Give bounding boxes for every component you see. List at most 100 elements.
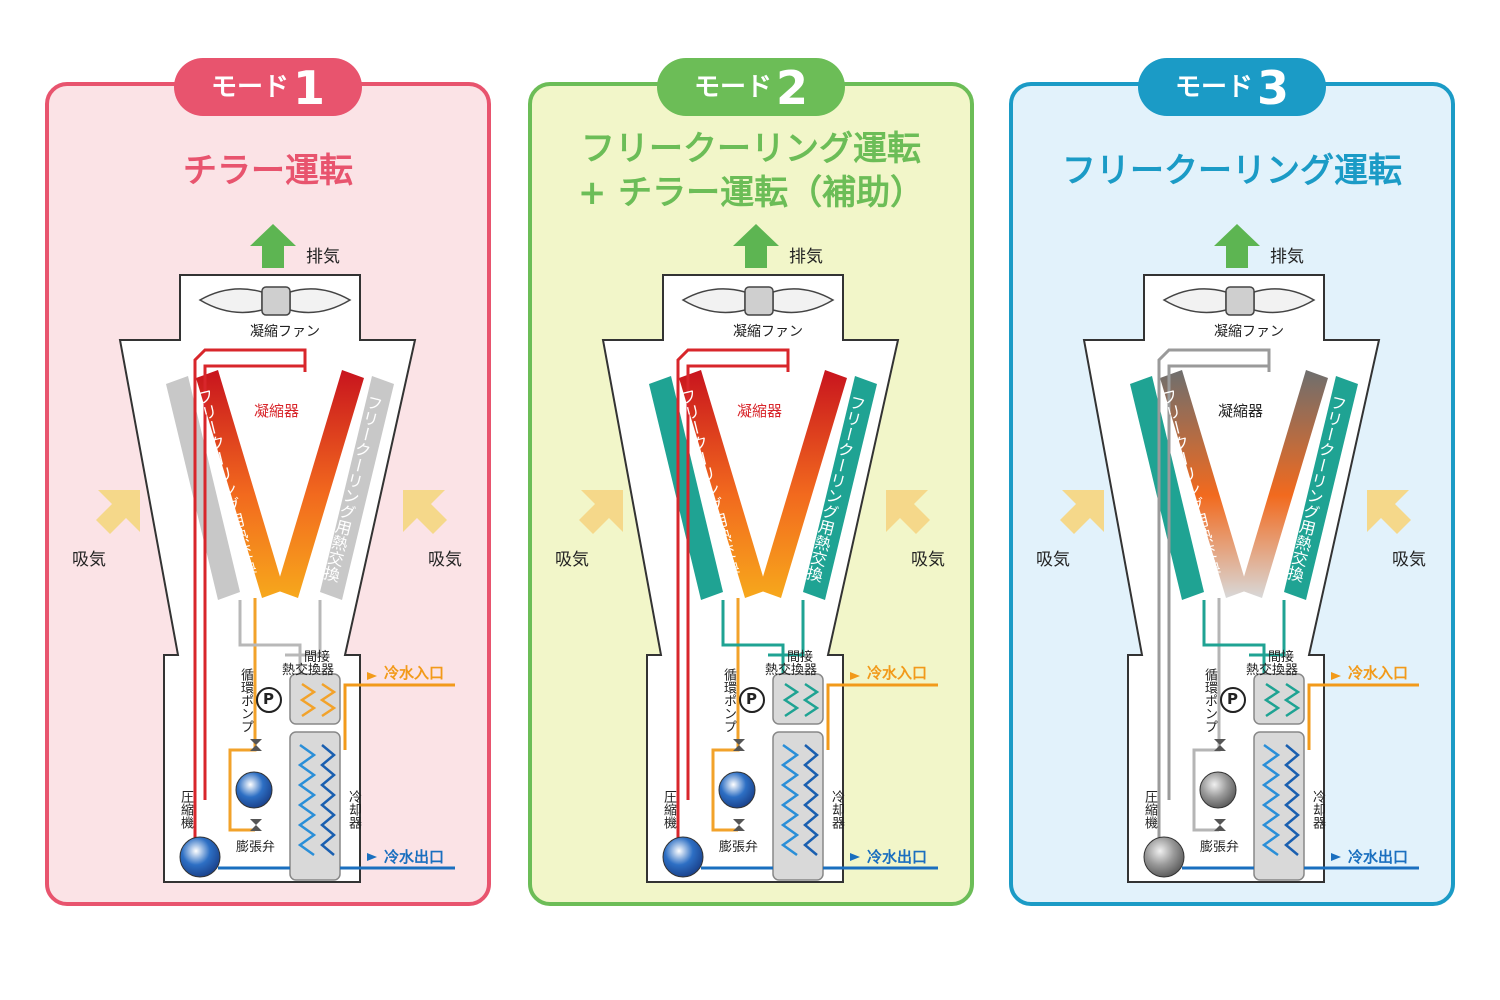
- indirect-hx-coil: [299, 682, 337, 718]
- pump-symbol: P: [1227, 690, 1238, 708]
- compressor-label: 圧縮機: [661, 790, 676, 829]
- refrigerant-pipe: [676, 348, 790, 840]
- glycol-pipe: [768, 600, 805, 657]
- compressor-icon: [718, 771, 756, 809]
- mode-number: 2: [776, 60, 809, 115]
- fan-hub-icon: [1225, 286, 1255, 316]
- intake-arrow-right: [886, 490, 930, 534]
- indirect-hx-coil: [1263, 682, 1301, 718]
- exhaust-label: 排気: [1270, 247, 1304, 267]
- indirect-hx-label-1: 間接: [787, 650, 814, 665]
- intake-label-left: 吸気: [72, 550, 106, 570]
- expansion-valve-icon: [1214, 739, 1226, 751]
- refrigerant-pipe: [1157, 348, 1271, 840]
- cw-inlet-label: 冷水入口: [1348, 664, 1409, 682]
- outlet-arrow-icon: [1331, 853, 1341, 861]
- indirect-hx-coil: [782, 682, 820, 718]
- expansion-valve-icon: [250, 819, 262, 831]
- condenser-label: 凝縮器: [1218, 402, 1264, 420]
- refrigerant-pipe: [1167, 364, 1269, 800]
- pump-label: 循環ポンプ: [721, 668, 736, 733]
- cooler-coil: [297, 743, 317, 857]
- expansion-valve-icon: [1214, 819, 1226, 831]
- fan-label: 凝縮ファン: [250, 324, 320, 340]
- condenser-coil-left: [679, 370, 767, 598]
- free-cooling-hx-left: [1130, 376, 1204, 600]
- compressor-icon: [662, 836, 704, 878]
- exhaust-arrow: [250, 224, 296, 268]
- fan-hub-icon: [261, 286, 291, 316]
- indirect-hx-label-2: 熱交換器: [1246, 663, 1299, 678]
- chilled-water-inlet-pipe: [343, 683, 455, 750]
- compressor-label: 圧縮機: [1142, 790, 1157, 829]
- compressor-icon: [179, 836, 221, 878]
- fan-label: 凝縮ファン: [733, 324, 803, 340]
- expansion-valve-icon: [733, 739, 745, 751]
- cw-outlet-label: 冷水出口: [867, 848, 928, 866]
- pump-icon: [739, 687, 765, 713]
- mode-label: モード: [1174, 72, 1253, 103]
- pump-label: 循環ポンプ: [1202, 668, 1217, 733]
- cooler-coil: [1284, 744, 1300, 856]
- fan-label: 凝縮ファン: [1214, 324, 1284, 340]
- pump-symbol: P: [263, 690, 274, 708]
- exhaust-label: 排気: [306, 247, 340, 267]
- mode-label: モード: [210, 72, 289, 103]
- intake-arrow-left: [579, 490, 623, 534]
- glycol-pipe: [1202, 600, 1266, 690]
- exhaust-arrow: [733, 224, 779, 268]
- expansion-valve-icon: [250, 739, 262, 751]
- refrigerant-pipe: [686, 364, 788, 800]
- mode-badge: モード3: [1138, 58, 1326, 116]
- indirect-hx-label-2: 熱交換器: [765, 663, 818, 678]
- intake-label-left: 吸気: [555, 550, 589, 570]
- exhaust-label: 排気: [789, 247, 823, 267]
- refrigerant-pipe: [203, 364, 305, 800]
- inlet-arrow-icon: [850, 672, 860, 680]
- cooler-coil: [1261, 743, 1281, 857]
- pump-label: 循環ポンプ: [238, 668, 253, 733]
- glycol-pipe: [1249, 600, 1286, 657]
- condenser-coil-left: [1160, 370, 1248, 598]
- intake-arrow-left: [1060, 490, 1104, 534]
- condenser-coil-right: [759, 370, 847, 598]
- expansion-valve-icon: [733, 819, 745, 831]
- cooler-coil: [780, 743, 800, 857]
- pump-symbol: P: [746, 690, 757, 708]
- free-cooling-hx-left: [166, 376, 240, 600]
- mode-number: 1: [293, 60, 326, 115]
- intake-arrow-right: [1367, 490, 1411, 534]
- panel-title-line2: + チラー運転（補助）: [577, 173, 925, 213]
- pump-icon: [256, 687, 282, 713]
- intake-label-right: 吸気: [1392, 550, 1426, 570]
- glycol-pipe: [238, 600, 302, 690]
- cooler-label: 冷却器: [829, 790, 844, 829]
- indirect-hx-box: [1253, 673, 1305, 725]
- cw-inlet-label: 冷水入口: [867, 664, 928, 682]
- cooler-coil: [803, 744, 819, 856]
- outlet-arrow-icon: [367, 853, 377, 861]
- inlet-arrow-icon: [1331, 672, 1341, 680]
- intake-arrow-right: [403, 490, 447, 534]
- liquid-line: [711, 598, 740, 832]
- cw-inlet-label: 冷水入口: [384, 664, 445, 682]
- cw-outlet-label: 冷水出口: [1348, 848, 1409, 866]
- intake-arrow-left: [96, 490, 140, 534]
- outlet-arrow-icon: [850, 853, 860, 861]
- cooler-coil: [320, 744, 336, 856]
- compressor-icon: [1199, 771, 1237, 809]
- condenser-coil-right: [276, 370, 364, 598]
- compressor-icon: [235, 771, 273, 809]
- free-cooling-hx-right: [1284, 376, 1358, 600]
- condenser-coil-left: [196, 370, 284, 598]
- inlet-arrow-icon: [367, 672, 377, 680]
- exhaust-arrow: [1214, 224, 1260, 268]
- free-cooling-hx-right: [803, 376, 877, 600]
- panel-title: チラー運転: [183, 151, 353, 191]
- expansion-valve-label: 膨張弁: [236, 840, 276, 855]
- chilled-water-inlet-pipe: [826, 683, 938, 750]
- intake-label-right: 吸気: [428, 550, 462, 570]
